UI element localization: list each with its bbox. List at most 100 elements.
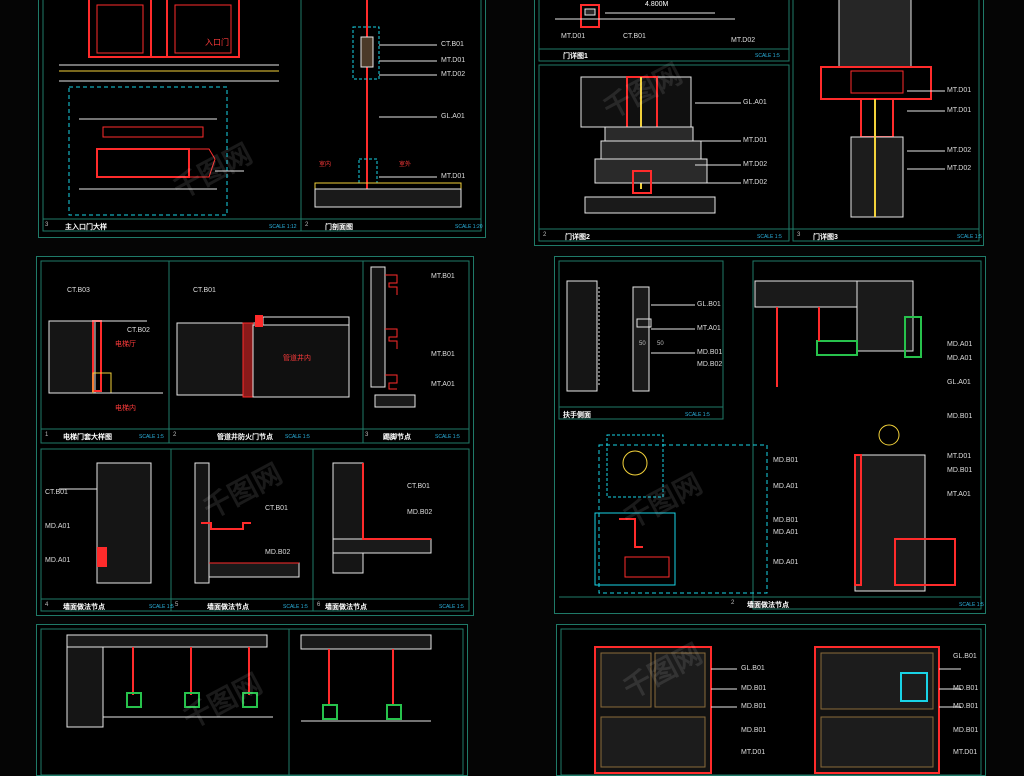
drawing-scale: SCALE 1:5 <box>283 604 308 610</box>
entrance-door-drawing <box>42 0 482 232</box>
tag: MD.B01 <box>953 727 979 734</box>
ceiling-drawing <box>40 628 464 775</box>
tag: MD.A01 <box>45 523 71 530</box>
tag: GL.B01 <box>697 301 721 308</box>
tag: MT.D01 <box>741 749 766 756</box>
tag: MD.A01 <box>45 557 71 564</box>
tag: MD.B01 <box>741 685 767 692</box>
tag: MD.B02 <box>407 509 433 516</box>
tag: MT.D02 <box>743 179 768 186</box>
tag: MD.B01 <box>953 685 979 692</box>
sheet-ceiling-details <box>36 624 468 776</box>
sheet-wall-nodes: CT.B03 CT.B02 电梯厅 电梯内 CT.B01 管道井内 MT.B01… <box>36 256 474 616</box>
drawing-title: 扶手侧面 <box>563 412 591 419</box>
title-number: 1 <box>45 432 49 438</box>
drawing-scale: SCALE 1:12 <box>269 224 297 230</box>
tag-ctb01: CT.B01 <box>441 41 464 48</box>
drawing-title: 门详图3 <box>813 234 838 241</box>
tag: GL.B01 <box>741 665 765 672</box>
drawing-title: 墙面做法节点 <box>207 604 249 611</box>
drawing-title: 墙面做法节点 <box>747 602 789 609</box>
tag: MD.B02 <box>265 549 291 556</box>
tag: MT.D01 <box>947 453 972 460</box>
drawing-title: 管道井防火门节点 <box>217 434 273 441</box>
drawing-scale: SCALE 1:5 <box>439 604 464 610</box>
tag: MD.B01 <box>947 467 973 474</box>
tag: CT.B02 <box>127 327 150 334</box>
drawing-scale: SCALE 1:5 <box>139 434 164 440</box>
drawing-title: 踢脚节点 <box>383 434 411 441</box>
wall-nodes-drawing <box>40 260 470 612</box>
drawing-scale: SCALE 1:5 <box>959 602 984 608</box>
title-number: 2 <box>173 432 177 438</box>
tag: CT.B01 <box>623 33 646 40</box>
dimension: 50 <box>639 341 646 347</box>
tag: MT.A01 <box>947 491 971 498</box>
tag: MD.B01 <box>773 517 799 524</box>
tag: MD.A01 <box>773 559 799 566</box>
title-number: 5 <box>175 602 179 608</box>
tag-mtd01: MT.D01 <box>441 57 466 64</box>
tag: GL.A01 <box>947 379 971 386</box>
tag: MT.B01 <box>431 273 455 280</box>
drawing-scale: SCALE 1:5 <box>285 434 310 440</box>
sheet-door-details: 4.800M CT.B01 MT.D01 MT.D02 门详图1 SCALE 1… <box>534 0 984 246</box>
drawing-scale: SCALE 1:5 <box>755 53 780 59</box>
drawing-scale: SCALE 1:20 <box>455 224 483 230</box>
drawing-title: 门剖面图 <box>325 224 353 231</box>
tag: MT.D01 <box>743 137 768 144</box>
drawing-title: 电梯门套大样图 <box>63 434 112 441</box>
tag: MD.B01 <box>953 703 979 710</box>
tag: CT.B01 <box>407 483 430 490</box>
tag-mtd01-b: MT.D01 <box>441 173 466 180</box>
elevator-inside-label: 电梯内 <box>115 405 136 412</box>
drawing-title: 主入口门大样 <box>65 224 107 231</box>
title-number: 4 <box>45 602 49 608</box>
tag: MD.A01 <box>947 355 973 362</box>
elevator-hall-label: 电梯厅 <box>115 341 136 348</box>
drawing-title: 墙面做法节点 <box>63 604 105 611</box>
tag: CT.B01 <box>45 489 68 496</box>
tag: MD.A01 <box>773 529 799 536</box>
handrail-drawing <box>558 260 982 610</box>
tag: MD.B01 <box>773 457 799 464</box>
door-details-drawing <box>538 0 980 242</box>
tag: MD.B01 <box>697 349 723 356</box>
tag-gla01: GL.A01 <box>441 113 465 120</box>
tag: CT.B01 <box>193 287 216 294</box>
drawing-title: 门详图1 <box>563 53 588 60</box>
tag: GL.B01 <box>953 653 977 660</box>
drawing-title: 墙面做法节点 <box>325 604 367 611</box>
tag: MT.A01 <box>697 325 721 332</box>
tag: MT.B01 <box>431 351 455 358</box>
tag: MD.B01 <box>947 413 973 420</box>
tag: CT.B01 <box>265 505 288 512</box>
tag: MT.A01 <box>431 381 455 388</box>
tag: MD.A01 <box>947 341 973 348</box>
drawing-scale: SCALE 1:5 <box>149 604 174 610</box>
sheet-handrail-details: 50 50 GL.B01 MT.A01 MD.B01 MD.B02 扶手侧面 S… <box>554 256 986 614</box>
tag: MT.D02 <box>947 147 972 154</box>
entry-door-label: 入口门 <box>205 38 229 47</box>
tag: MT.D01 <box>561 33 586 40</box>
pipe-shaft-label: 管道井内 <box>283 355 311 362</box>
sheet-panel-elevations: GL.B01 MD.B01 MD.B01 MD.B01 MT.D01 GL.B0… <box>556 624 986 776</box>
drawing-scale: SCALE 1:5 <box>757 234 782 240</box>
title-number: 6 <box>317 602 321 608</box>
tag: MD.B02 <box>697 361 723 368</box>
room-label-outside: 室外 <box>399 162 412 168</box>
tag: CT.B03 <box>67 287 90 294</box>
tag: MT.D01 <box>953 749 978 756</box>
tag: MT.D02 <box>743 161 768 168</box>
tag: MD.B01 <box>741 703 767 710</box>
drawing-title: 门详图2 <box>565 234 590 241</box>
tag: MT.D01 <box>947 107 972 114</box>
drawing-scale: SCALE 1:5 <box>685 412 710 418</box>
panel-elevation-drawing <box>560 628 982 775</box>
tag: MD.B01 <box>741 727 767 734</box>
title-number: 3 <box>45 222 49 228</box>
tag: MT.D02 <box>947 165 972 172</box>
title-number: 2 <box>305 222 309 228</box>
tag: GL.A01 <box>743 99 767 106</box>
dimension: 50 <box>657 341 664 347</box>
